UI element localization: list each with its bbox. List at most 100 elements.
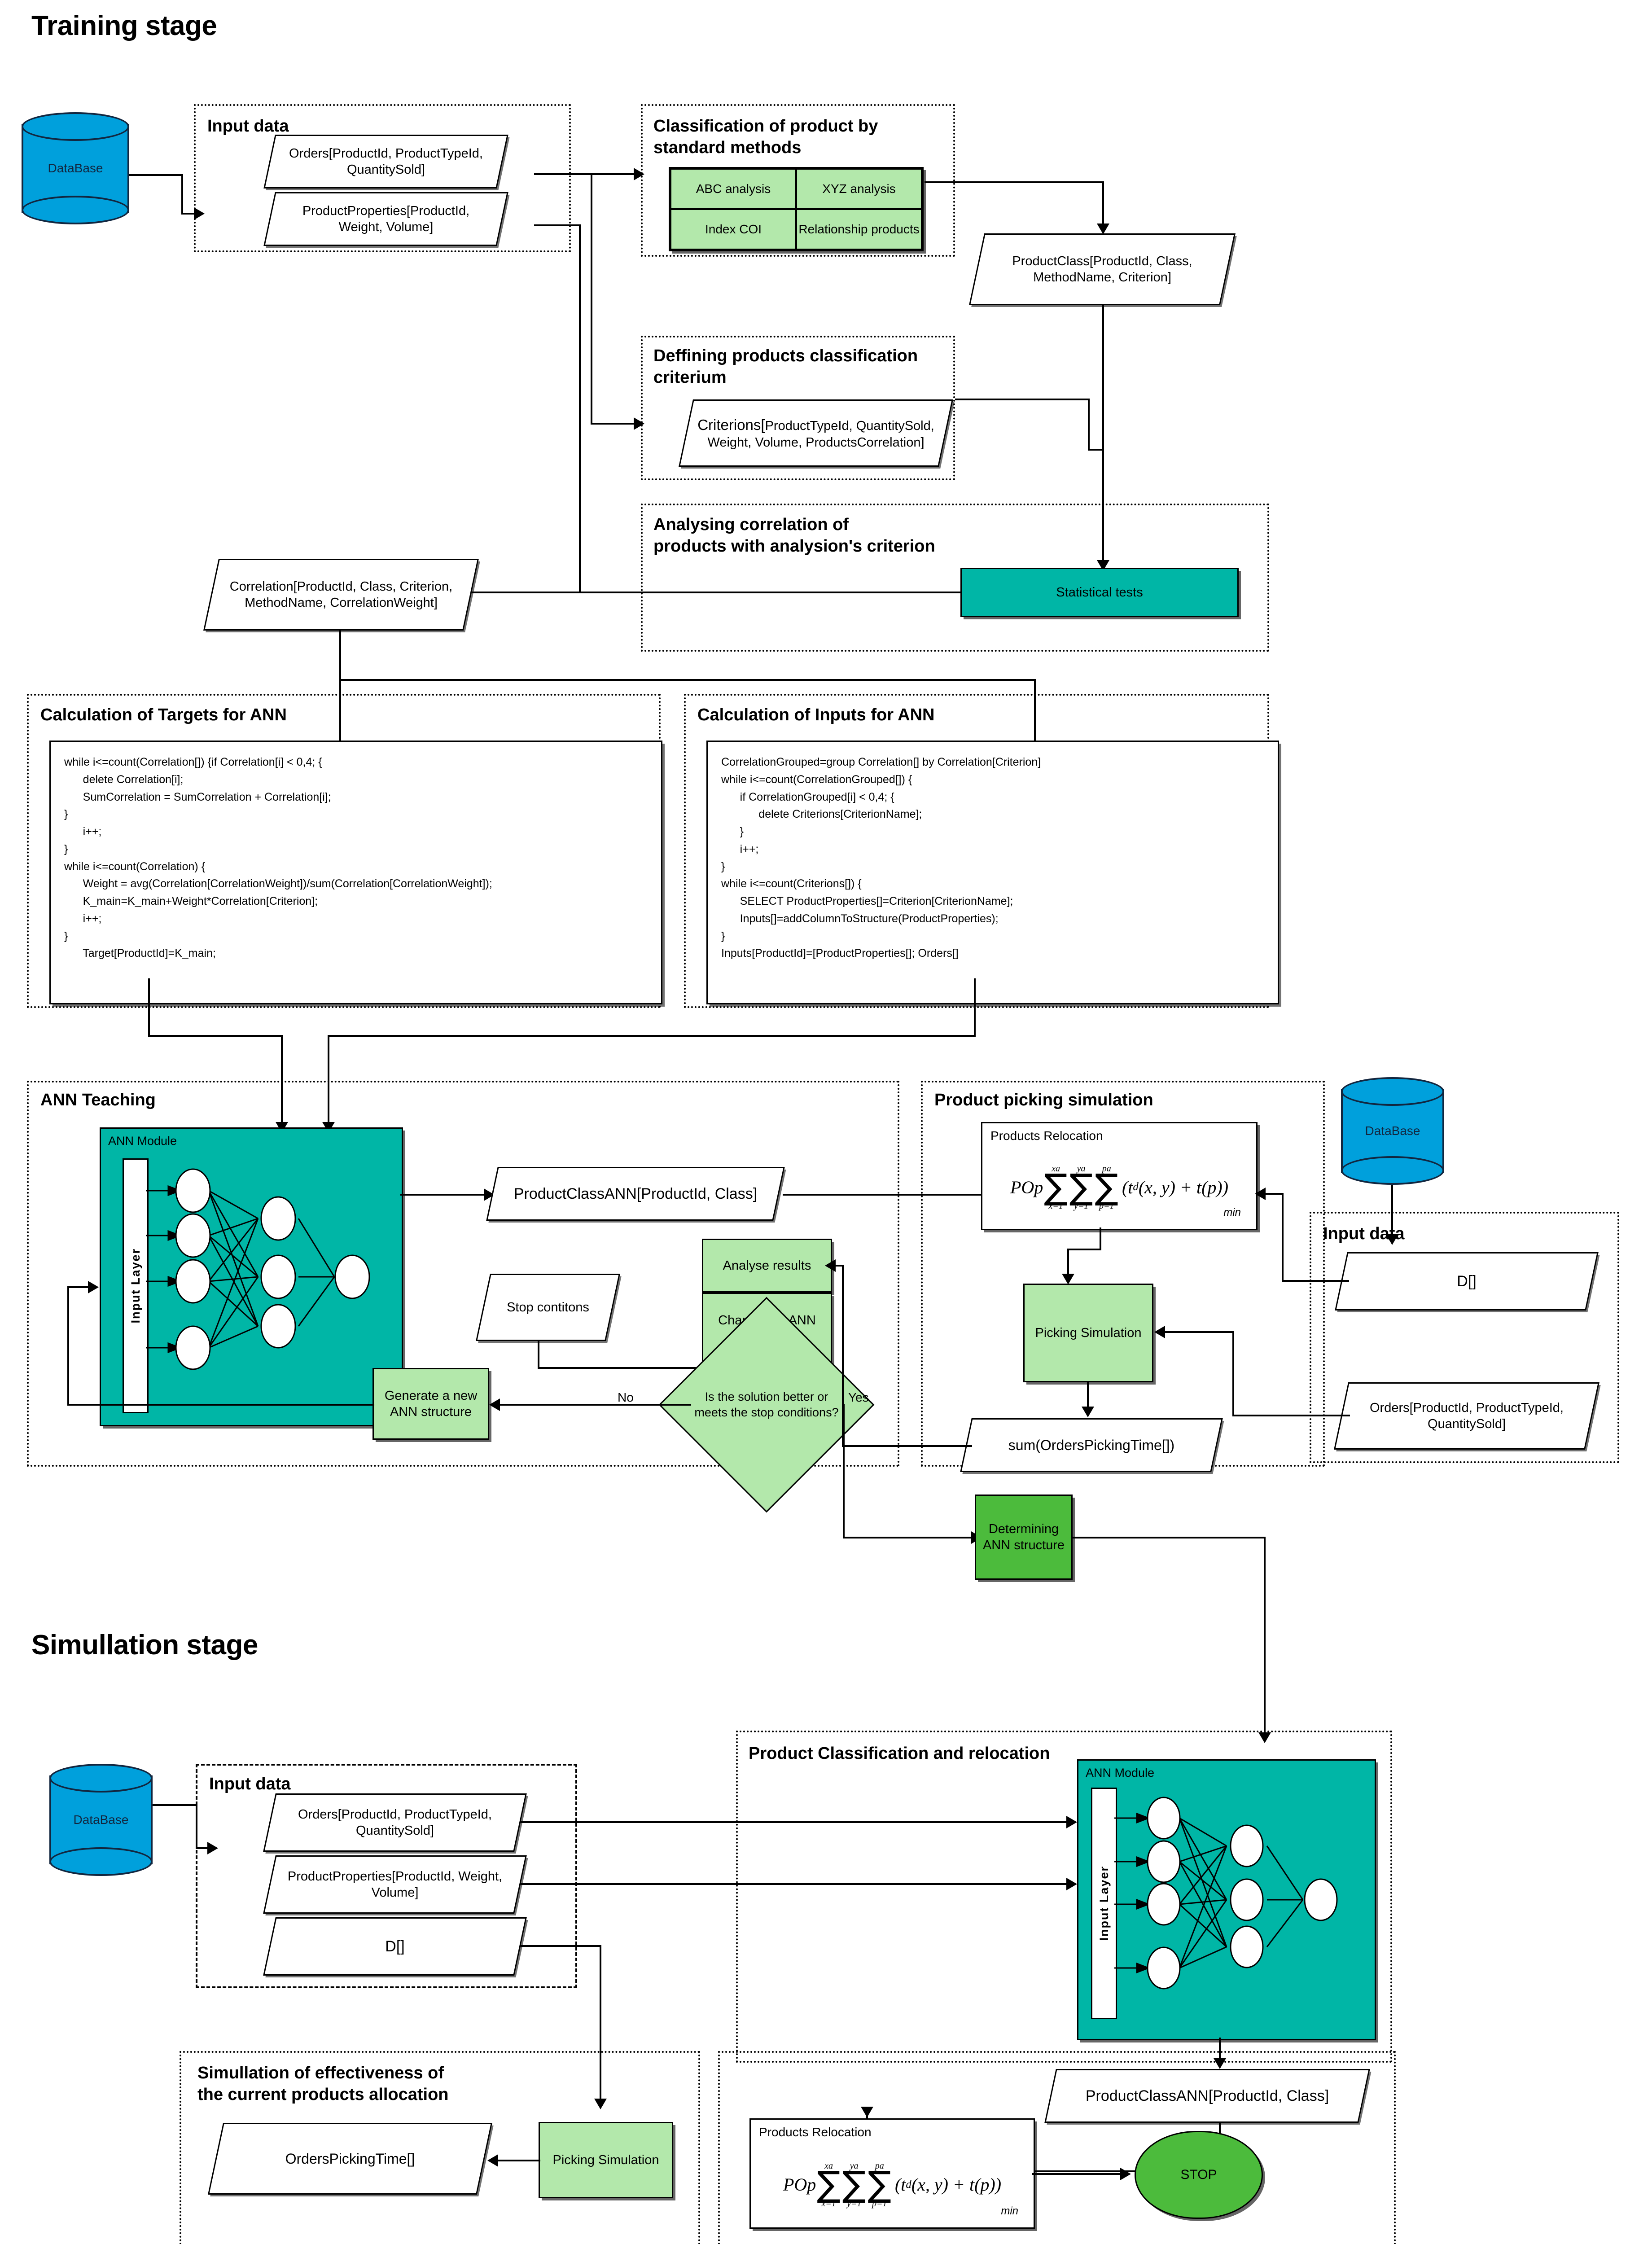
ann-module-simulation: ANN Module Input Layer [1077, 1759, 1376, 2040]
connector [181, 213, 195, 215]
data-label: ProductProperties[ProductId, Weight, Vol… [302, 203, 470, 234]
connector [1073, 1537, 1266, 1538]
arrow-head [1214, 2058, 1226, 2069]
group-product-classification-relocation [736, 1731, 1392, 2063]
decision-solution-better[interactable]: Is the solution better or meets the stop… [658, 1297, 875, 1513]
connector [1264, 1193, 1283, 1195]
cylinder-top [49, 1764, 153, 1793]
data-orders-picking-time: OrdersPickingTime[] [207, 2123, 493, 2195]
formula-prefix: POp [1010, 1177, 1043, 1197]
formula-products-relocation-simulation: Products Relocation POp xa∑x=1 ya∑y=1 pa… [749, 2118, 1035, 2229]
connector [843, 1537, 973, 1538]
data-label: Stop contitons [507, 1300, 589, 1315]
group-title-inputs: Calculation of Inputs for ANN [697, 706, 935, 724]
method-index-coi[interactable]: Index COI [670, 209, 796, 250]
connector [974, 978, 976, 1037]
arrow-head [1255, 1188, 1266, 1200]
process-picking-simulation-training[interactable]: Picking Simulation [1023, 1284, 1153, 1382]
connector [783, 1194, 985, 1196]
ann-network-graphic [146, 1168, 370, 1370]
database-label: DataBase [1365, 1124, 1420, 1138]
cylinder-top [1341, 1077, 1444, 1106]
database-cylinder-simulation: DataBase [49, 1764, 153, 1876]
connector [600, 1945, 601, 2101]
data-stop-conditions: Stop contitons [476, 1274, 620, 1341]
process-determining-ann-structure[interactable]: Determining ANN structure [975, 1495, 1073, 1580]
formula-caption: Products Relocation [990, 1129, 1103, 1143]
group-title-targets: Calculation of Targets for ANN [40, 706, 287, 724]
connector [1087, 1382, 1089, 1409]
data-sum-orders-picking-time: sum(OrdersPickingTime[]) [960, 1418, 1223, 1472]
method-relationship-products[interactable]: Relationship products [796, 209, 922, 250]
data-product-class-ann-simulation: ProductClassANN[ProductId, Class] [1044, 2069, 1370, 2123]
data-label: ProductClassANN[ProductId, Class] [1085, 2087, 1329, 2104]
formula-body-rest: (x, y) + t(p)) [911, 2174, 1002, 2195]
connector [591, 173, 635, 175]
group-relocation-stop [718, 2051, 1396, 2244]
arrow-head [594, 2099, 607, 2109]
connector [534, 224, 581, 226]
code-text: CorrelationGrouped=group Correlation[] b… [721, 756, 1041, 960]
code-text: while i<=count(Correlation[]) {if Correl… [64, 756, 492, 960]
data-criterions: Criterions[ProductTypeId, QuantitySold, … [679, 399, 953, 467]
simulation-stage-title: Simullation stage [31, 1630, 258, 1661]
arrow-head [634, 168, 644, 180]
data-d-array-simulation: D[] [263, 1917, 527, 1976]
process-generate-new-ann[interactable]: Generate a new ANN structure [372, 1368, 489, 1440]
data-product-properties-simulation: ProductProperties[ProductId, Weight, Vol… [263, 1855, 527, 1914]
arrow-head [207, 1842, 218, 1854]
edge-label-yes: Yes [848, 1390, 869, 1404]
connector [842, 1445, 972, 1447]
connector [1034, 679, 1036, 773]
data-orders-training: Orders[ProductId, ProductTypeId, Quantit… [263, 135, 508, 188]
group-title-classification: Classification of product by standard me… [653, 117, 878, 157]
method-xyz-analysis[interactable]: XYZ analysis [796, 169, 922, 209]
connector [1282, 1280, 1349, 1282]
cylinder-top [22, 112, 129, 141]
process-analyse-results[interactable]: Analyse results [702, 1239, 832, 1293]
ann-module-caption: ANN Module [108, 1134, 177, 1148]
ann-input-layer: Input Layer [1091, 1788, 1117, 2019]
data-d-array-training: D[] [1335, 1252, 1599, 1310]
ann-module-caption: ANN Module [1086, 1766, 1155, 1779]
data-label: sum(OrdersPickingTime[]) [1008, 1437, 1175, 1453]
connector [955, 399, 1090, 400]
connector [328, 1035, 329, 1125]
connector [1102, 305, 1104, 563]
process-statistical-tests[interactable]: Statistical tests [960, 568, 1239, 617]
connector [328, 1035, 976, 1037]
arrow-head [1066, 1878, 1077, 1890]
arrow-head [825, 1259, 836, 1272]
group-title-input-data-right: Input data [1323, 1224, 1405, 1243]
connector [281, 1035, 283, 1125]
connector [1102, 181, 1104, 226]
method-abc-analysis[interactable]: ABC analysis [670, 169, 796, 209]
sum-1: xa∑x=1 [817, 2161, 841, 2209]
connector [1264, 1537, 1266, 1735]
cylinder-bottom [1341, 1156, 1444, 1185]
sum-3: pa∑p=1 [868, 2161, 891, 2209]
connector [1391, 1185, 1393, 1237]
connector [153, 1804, 197, 1806]
formula-min-label: min [1223, 1206, 1241, 1218]
connector [181, 174, 183, 215]
connector [148, 978, 150, 1037]
formula-min-label: min [1001, 2205, 1018, 2217]
formula-body-sub: d [906, 2178, 911, 2191]
connector [521, 1883, 1068, 1885]
group-title-analysing-correlation: Analysing correlation of products with a… [653, 515, 935, 556]
connector [521, 1945, 601, 1947]
terminator-stop[interactable]: STOP [1135, 2131, 1263, 2219]
connector [579, 224, 581, 592]
database-label: DataBase [73, 1813, 129, 1827]
formula-body-open: (t [894, 2174, 906, 2195]
data-label: OrdersPickingTime[] [285, 2151, 415, 2167]
data-label: ProductClassANN[ProductId, Class] [513, 1185, 758, 1202]
connector [339, 631, 341, 681]
arrow-head [1066, 1816, 1077, 1828]
connector [1088, 399, 1090, 451]
process-picking-simulation-sim[interactable]: Picking Simulation [539, 2122, 673, 2198]
